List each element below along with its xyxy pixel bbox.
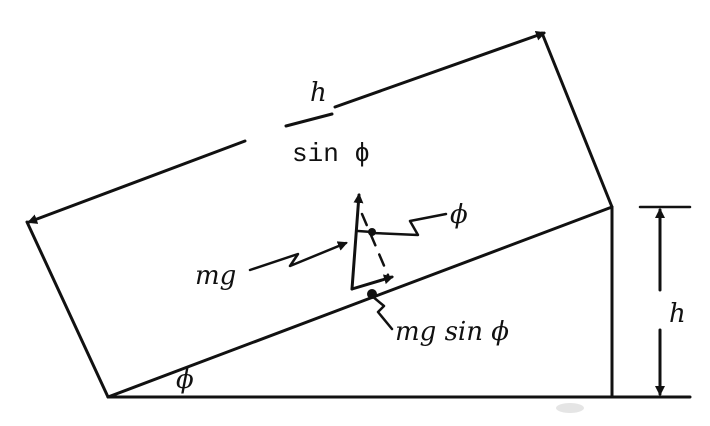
block-right-side bbox=[540, 31, 614, 209]
fraction-bar bbox=[284, 112, 334, 128]
scan-smudge bbox=[556, 403, 584, 413]
angle-arc-ref bbox=[356, 229, 374, 234]
length-arrow-right bbox=[333, 30, 546, 109]
label-incline-phi: ϕ bbox=[176, 365, 194, 395]
weight-vector bbox=[350, 193, 364, 291]
phi-leader bbox=[370, 212, 448, 237]
component-vector bbox=[350, 274, 394, 291]
label-h-numerator: h bbox=[310, 78, 327, 108]
block-left-side bbox=[25, 220, 110, 399]
label-height-h: h bbox=[669, 299, 686, 329]
incline-surface bbox=[106, 205, 614, 399]
label-mg-sin-phi-mg: mg sin ϕ bbox=[395, 317, 509, 347]
mg-sin-phi-leader bbox=[370, 294, 394, 331]
label-mg: mg bbox=[195, 261, 236, 291]
label-sin-phi: sin ϕ bbox=[292, 139, 370, 169]
label-phi-top: ϕ bbox=[450, 200, 468, 230]
dashed-normal bbox=[360, 212, 390, 277]
mg-leader bbox=[248, 241, 348, 272]
length-arrow-left bbox=[27, 139, 247, 224]
